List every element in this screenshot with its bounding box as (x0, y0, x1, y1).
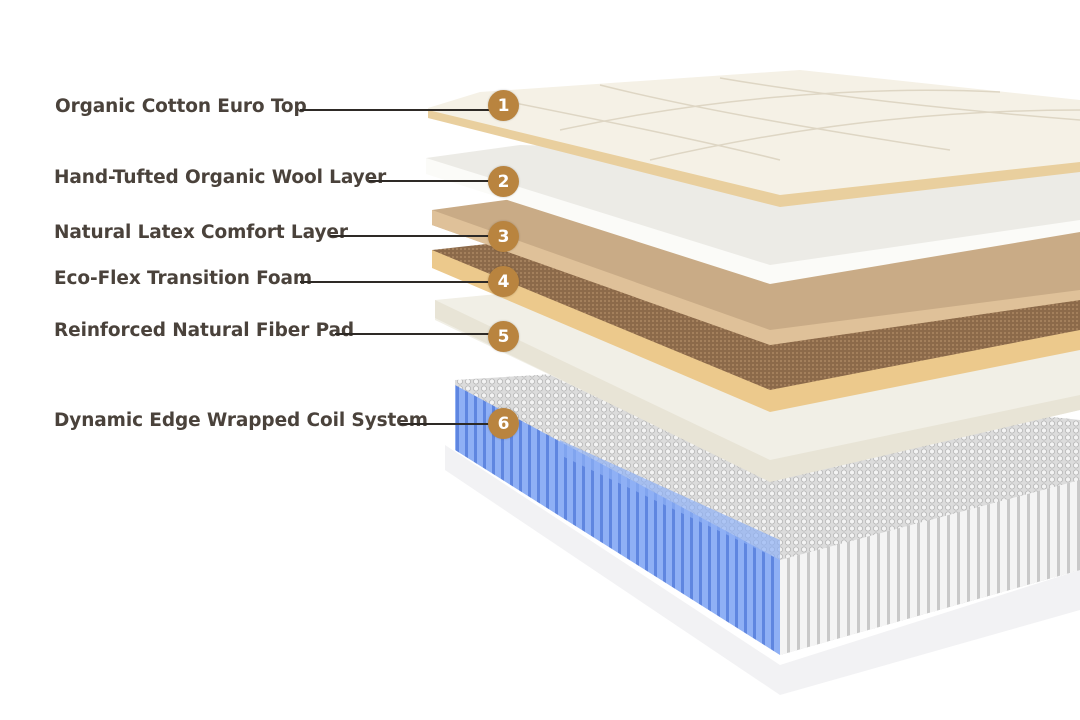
leader-line-3 (330, 235, 490, 237)
layer-badge-3: 3 (488, 221, 519, 252)
leader-line-1 (300, 109, 490, 111)
layer-label-3: Natural Latex Comfort Layer (54, 222, 348, 243)
layer-badge-2: 2 (488, 166, 519, 197)
layer-label-1: Organic Cotton Euro Top (55, 96, 307, 117)
layer-label-2: Hand-Tufted Organic Wool Layer (54, 167, 387, 188)
layer-badge-1: 1 (488, 90, 519, 121)
layer-label-6: Dynamic Edge Wrapped Coil System (54, 410, 428, 431)
layer-label-4: Eco-Flex Transition Foam (54, 268, 313, 289)
layer-badge-6: 6 (488, 408, 519, 439)
layer-label-5: Reinforced Natural Fiber Pad (54, 320, 355, 341)
layer-badge-4: 4 (488, 266, 519, 297)
euro-top-layer (428, 70, 1080, 207)
leader-line-5 (335, 333, 490, 335)
leader-line-4 (300, 281, 490, 283)
leader-line-2 (369, 180, 490, 182)
layer-badge-5: 5 (488, 321, 519, 352)
leader-line-6 (400, 423, 490, 425)
